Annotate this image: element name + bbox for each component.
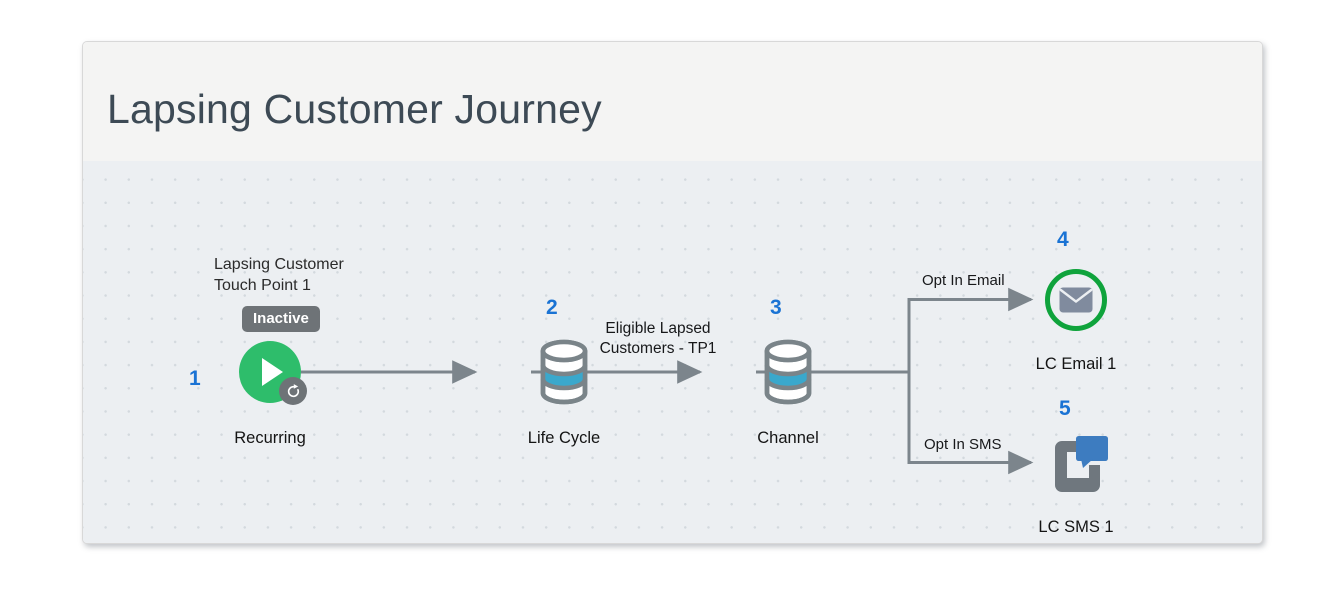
node-label-recurring: Recurring — [234, 429, 306, 447]
envelope-glyph — [1059, 287, 1093, 313]
node-number-4: 4 — [1057, 228, 1069, 251]
node-label-life-cycle: Life Cycle — [527, 429, 601, 447]
edge-label-opt-in-sms: Opt In SMS — [924, 436, 1002, 453]
node-label-lc-sms-1: LC SMS 1 — [1038, 518, 1114, 536]
node-channel[interactable]: 3 Channel — [755, 297, 821, 447]
node-label-channel: Channel — [757, 429, 819, 447]
page-title: Lapsing Customer Journey — [107, 86, 602, 132]
node-number-3: 3 — [770, 296, 782, 319]
touchpoint-annotation: Lapsing Customer Touch Point 1 — [214, 256, 344, 294]
journey-card: Lapsing Customer Journey — [82, 41, 1263, 544]
card-header: Lapsing Customer Journey — [83, 42, 1262, 161]
edge-label-opt-in-email: Opt In Email — [922, 272, 1005, 289]
node-number-5: 5 — [1059, 397, 1071, 420]
node-label-lc-email-1: LC Email 1 — [1035, 355, 1117, 373]
database-cylinder-icon[interactable] — [755, 339, 821, 405]
database-cylinder-icon[interactable] — [531, 339, 597, 405]
sms-chat-icon[interactable] — [1045, 434, 1109, 492]
node-recurring[interactable]: Inactive 1 Recurring — [189, 306, 320, 447]
node-lc-sms-1[interactable]: 5 LC SMS 1 — [1038, 398, 1113, 536]
play-triangle-icon — [262, 358, 283, 386]
edge-label-eligible-lapsed: Eligible Lapsed Customers - TP1 — [599, 320, 717, 357]
node-number-1: 1 — [189, 367, 201, 390]
refresh-glyph — [287, 383, 299, 397]
node-number-2: 2 — [546, 296, 558, 319]
envelope-icon[interactable] — [1045, 269, 1107, 331]
node-lc-email-1[interactable]: 4 LC Email 1 — [1036, 229, 1117, 373]
status-badge: Inactive — [242, 306, 320, 332]
journey-canvas[interactable]: Lapsing Customer Touch Point 1 Inactive … — [83, 161, 1262, 543]
recurring-arrow-icon — [279, 377, 307, 405]
node-life-cycle[interactable]: 2 Life Cycle — [528, 297, 600, 447]
